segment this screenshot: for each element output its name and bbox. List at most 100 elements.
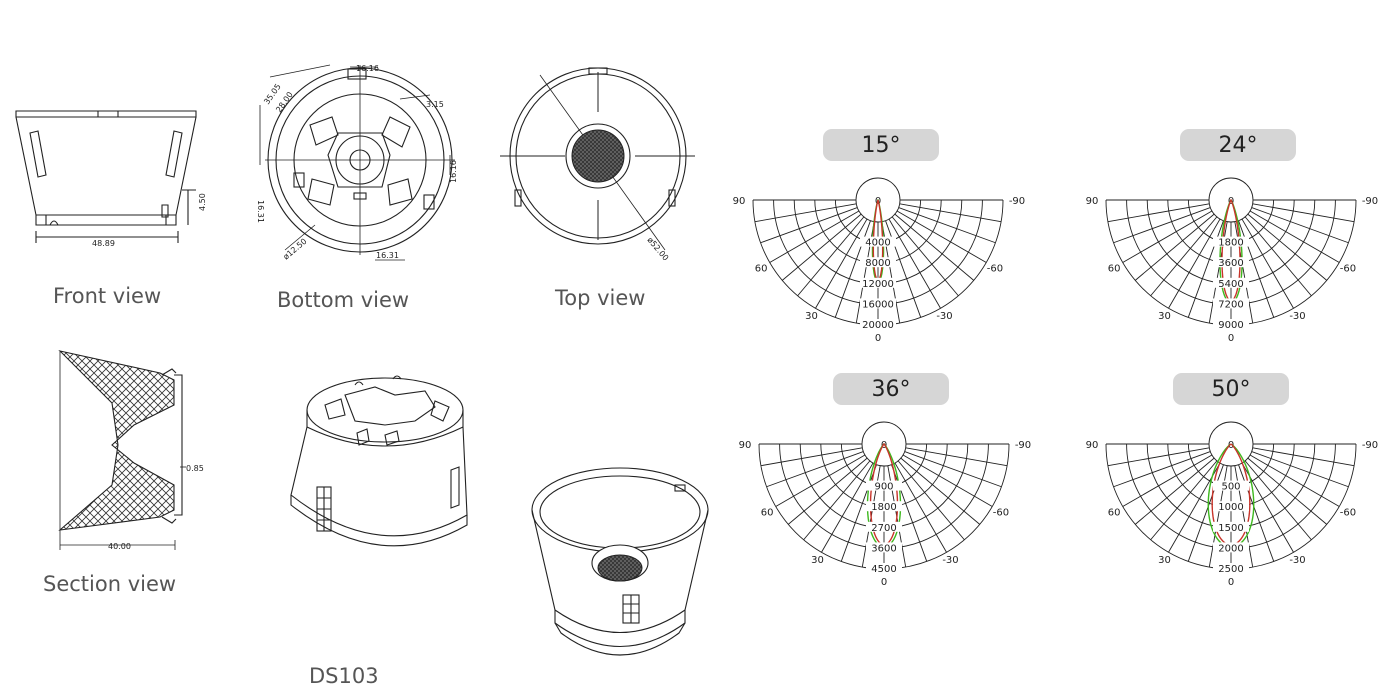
polar-spoke xyxy=(797,216,865,297)
polar-spoke xyxy=(1107,447,1210,467)
polar-spoke xyxy=(803,460,871,541)
polar-angle-label: 0 xyxy=(881,440,887,451)
polar-spoke xyxy=(1150,460,1218,541)
polar-radial-label: 16000 xyxy=(862,299,894,310)
polar-spoke xyxy=(1251,451,1349,488)
polar-radial-label: 8000 xyxy=(865,258,890,269)
polar-radial-label: 3600 xyxy=(1218,258,1243,269)
polar-angle-label: -30 xyxy=(942,555,958,566)
polar-angle-label: -60 xyxy=(993,508,1009,519)
polar-spoke xyxy=(894,462,947,553)
polar-angle-label: 30 xyxy=(1158,555,1171,566)
polar-spoke xyxy=(1113,207,1211,244)
polar-angle-label: -30 xyxy=(1289,311,1305,322)
beam-angle-badge-36: 36° xyxy=(833,373,949,405)
polar-radial-label: 4000 xyxy=(865,238,890,249)
polar-radial-label: 2500 xyxy=(1218,564,1243,575)
polar-radial-label-bg xyxy=(1213,257,1249,268)
polar-angle-label: -90 xyxy=(1362,196,1378,207)
model-caption: DS103 xyxy=(309,664,379,688)
polar-radial-label-bg xyxy=(1213,319,1249,329)
svg-text:0.85: 0.85 xyxy=(186,464,204,473)
polar-radial-label-bg xyxy=(1213,521,1249,532)
polar-spoke xyxy=(766,451,864,488)
polar-radial-label: 1800 xyxy=(871,502,896,513)
polar-angle-label: 60 xyxy=(755,264,768,275)
beam-angle-badge-24: 24° xyxy=(1180,129,1296,161)
polar-spoke xyxy=(896,210,987,263)
polar-spoke xyxy=(1168,218,1221,309)
polar-angle-label: 90 xyxy=(1086,440,1099,451)
polar-spoke xyxy=(787,457,868,525)
polar-radial-label-bg xyxy=(860,236,896,247)
polar-radial-label-bg xyxy=(1213,563,1249,573)
polar-angle-label: 90 xyxy=(1086,196,1099,207)
polar-spoke xyxy=(815,218,868,309)
polar-spoke xyxy=(1122,210,1213,263)
polar-spoke xyxy=(898,207,996,244)
polar-spoke xyxy=(760,207,858,244)
polar-radial-label-bg xyxy=(1213,542,1249,553)
polar-spoke xyxy=(1122,454,1213,507)
polar-angle-label: 0 xyxy=(1228,440,1234,451)
svg-text:3.15: 3.15 xyxy=(426,100,444,109)
polar-radial-label-bg xyxy=(866,480,902,491)
polar-spoke xyxy=(1249,210,1340,263)
beam-angle-badge-50: 50° xyxy=(1173,373,1289,405)
top-view-caption: Top view xyxy=(555,286,646,310)
section-view-caption: Section view xyxy=(43,572,177,596)
polar-radial-label-bg xyxy=(866,501,902,512)
polar-spoke xyxy=(902,454,993,507)
polar-angle-label: -90 xyxy=(1015,440,1031,451)
polar-angle-label: -60 xyxy=(1340,264,1356,275)
polar-angle-label: -90 xyxy=(1362,440,1378,451)
polar-angle-label: 0 xyxy=(881,577,887,588)
polar-angle-label: -60 xyxy=(987,264,1003,275)
polar-angle-label: 60 xyxy=(761,508,774,519)
polar-radial-label: 500 xyxy=(1221,482,1240,493)
polar-angle-label: 0 xyxy=(1228,577,1234,588)
polar-radial-label-bg xyxy=(860,257,896,268)
polar-spoke xyxy=(775,454,866,507)
polar-spoke xyxy=(899,203,1002,223)
polar-spoke xyxy=(1244,460,1312,541)
polar-angle-label: 90 xyxy=(733,196,746,207)
polar-radial-label: 7200 xyxy=(1218,299,1243,310)
polar-spoke xyxy=(891,216,959,297)
polar-angle-label: 0 xyxy=(1228,333,1234,344)
polar-spoke xyxy=(1134,213,1215,281)
polar-radial-label-bg xyxy=(866,542,902,553)
polar-radial-label: 2000 xyxy=(1218,543,1243,554)
svg-text:16.31: 16.31 xyxy=(256,200,265,223)
polar-radial-label-bg xyxy=(860,277,896,288)
svg-text:16.31: 16.31 xyxy=(376,251,399,260)
front-view-drawing xyxy=(15,110,197,243)
polar-spoke xyxy=(894,213,975,281)
polar-radial-label-bg xyxy=(1213,480,1249,491)
polar-radial-label-bg xyxy=(1213,277,1249,288)
svg-text:40.00: 40.00 xyxy=(108,542,131,551)
polar-spoke xyxy=(905,447,1008,467)
polar-angle-label: 30 xyxy=(1158,311,1171,322)
section-view-drawing: 40.00 0.85 xyxy=(58,350,204,551)
polar-spoke xyxy=(1113,451,1211,488)
polar-radial-label: 2700 xyxy=(871,523,896,534)
svg-text:16.16: 16.16 xyxy=(356,64,379,73)
bottom-view-caption: Bottom view xyxy=(277,288,410,312)
polar-angle-label: -90 xyxy=(1009,196,1025,207)
svg-text:4.50: 4.50 xyxy=(198,193,207,211)
polar-angle-label: 30 xyxy=(811,555,824,566)
bottom-view-drawing: 35.05 28.00 16.16 3.15 16.16 16.31 16.31… xyxy=(256,64,458,262)
polar-spoke xyxy=(1252,447,1355,467)
polar-spoke xyxy=(1251,207,1349,244)
svg-text:16.16: 16.16 xyxy=(449,160,458,183)
polar-spoke xyxy=(1241,218,1294,309)
polar-spoke xyxy=(1244,216,1312,297)
polar-spoke xyxy=(754,203,857,223)
polar-radial-label-bg xyxy=(860,298,896,309)
polar-angle-label: -30 xyxy=(1289,555,1305,566)
polar-spoke xyxy=(900,457,981,525)
